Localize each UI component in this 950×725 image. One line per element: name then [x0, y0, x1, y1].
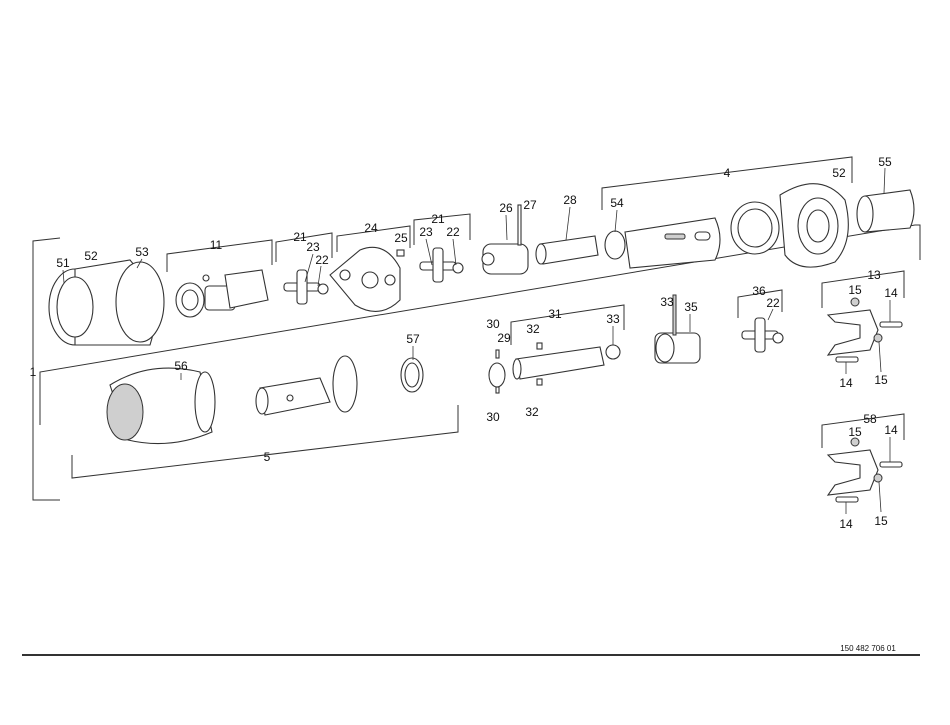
callout-label: 25 — [394, 231, 408, 245]
part-28-inner-tube — [535, 235, 599, 265]
bracket-24 — [336, 225, 411, 252]
parts — [48, 183, 915, 503]
bracket-21b — [413, 213, 471, 245]
bracket-36 — [737, 289, 783, 318]
callout-label: 56 — [174, 359, 188, 373]
callout-label: 27 — [523, 198, 537, 212]
part-56-guard-cone — [106, 367, 216, 445]
part-21-cross-kit-a — [283, 269, 329, 305]
callout-label: 30 — [486, 410, 500, 424]
bracket-31 — [510, 304, 625, 345]
callout-label: 28 — [563, 193, 577, 207]
callout-labels: 1 51 52 53 11 21 23 22 24 25 21 23 22 26… — [30, 155, 898, 531]
bracket-4-upper — [601, 156, 853, 210]
callout-label: 14 — [839, 376, 853, 390]
part-35-yoke — [654, 294, 701, 364]
callout-label: 51 — [56, 256, 70, 270]
callout-label: 21 — [293, 230, 307, 244]
callout-label: 52 — [832, 166, 846, 180]
callout-label: 4 — [724, 166, 731, 180]
part-31-profile-tube — [512, 342, 621, 386]
callout-label: 35 — [684, 300, 698, 314]
callout-label: 33 — [660, 295, 674, 309]
callout-label: 31 — [548, 307, 562, 321]
callout-label: 26 — [499, 201, 513, 215]
callout-label: 54 — [610, 196, 624, 210]
part-26-inner-yoke — [481, 204, 529, 275]
bracket-13 — [821, 270, 905, 308]
part-21-cross-kit-b — [419, 247, 464, 283]
callout-label: 1 — [30, 365, 37, 379]
callout-label: 15 — [848, 425, 862, 439]
bracket-21a — [275, 232, 333, 262]
callout-label: 57 — [406, 332, 420, 346]
callout-label: 13 — [867, 268, 881, 282]
callout-label: 32 — [526, 322, 540, 336]
bracket-1 — [32, 237, 61, 501]
part-51-53-guard-cone — [48, 259, 165, 346]
callout-label: 22 — [766, 296, 780, 310]
part-36-cross-kit — [741, 317, 784, 353]
callout-label: 36 — [752, 284, 766, 298]
callout-label: 11 — [210, 238, 223, 252]
part-5-outer-tube — [255, 355, 358, 416]
callout-label: 29 — [497, 331, 511, 345]
callout-label: 33 — [606, 312, 620, 326]
part-58-yoke — [826, 437, 903, 503]
document-number: 150 482 706 01 — [840, 644, 896, 653]
part-24-flange-yoke — [329, 246, 405, 312]
callout-label: 14 — [884, 423, 898, 437]
callout-label: 15 — [874, 373, 888, 387]
callout-label: 5 — [264, 450, 271, 464]
bracket-11 — [166, 239, 273, 272]
leader-lines — [62, 167, 891, 514]
bracket-58 — [821, 413, 905, 448]
part-29-30-lock — [488, 349, 506, 394]
part-4-outer-guard — [604, 183, 849, 269]
callout-label: 58 — [863, 412, 877, 426]
part-11-cv-joint — [175, 269, 269, 318]
callout-label: 15 — [874, 514, 888, 528]
callout-label: 14 — [884, 286, 898, 300]
callout-label: 21 — [431, 212, 445, 226]
callout-label: 52 — [84, 249, 98, 263]
callout-label: 30 — [486, 317, 500, 331]
callout-label: 32 — [525, 405, 539, 419]
bracket-5 — [71, 405, 459, 479]
callout-label: 24 — [364, 221, 378, 235]
callout-label: 22 — [446, 225, 460, 239]
part-55-bearing-sleeve — [856, 189, 915, 233]
callout-label: 22 — [315, 253, 329, 267]
callout-label: 14 — [839, 517, 853, 531]
group-brackets — [22, 156, 921, 656]
part-13-yoke — [826, 297, 903, 363]
callout-label: 23 — [306, 240, 320, 254]
callout-label: 15 — [848, 283, 862, 297]
callout-label: 55 — [878, 155, 892, 169]
part-57-ring — [400, 357, 424, 393]
callout-label: 53 — [135, 245, 149, 259]
bracket-1-divider — [39, 224, 921, 425]
callout-label: 23 — [419, 225, 433, 239]
